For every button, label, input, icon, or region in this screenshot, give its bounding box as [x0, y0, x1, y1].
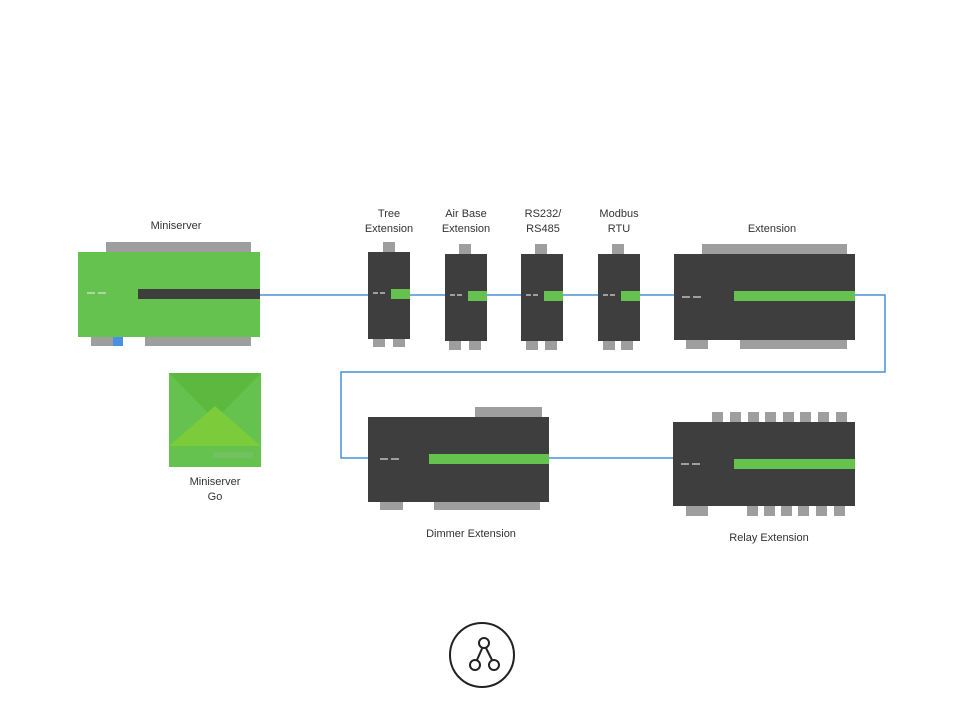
tree-extension-label: Tree Extension [364, 208, 414, 235]
port-blue [113, 337, 123, 346]
relay-extension-device [673, 412, 855, 516]
extension-device [674, 244, 855, 349]
dimmer-extension-device [368, 407, 549, 510]
rs232-rs485-device [521, 244, 563, 350]
miniserver-label: Miniserver [150, 220, 202, 232]
air-base-extension-device [445, 244, 487, 350]
dimmer-extension-label: Dimmer Extension [426, 528, 516, 540]
relay-extension-label: Relay Extension [729, 532, 809, 544]
network-topology-button[interactable] [449, 622, 515, 688]
miniserver-go-label: Miniserver Go [189, 476, 241, 503]
modbus-rtu-label: Modbus RTU [599, 208, 639, 235]
air-base-extension-label: Air Base Extension [441, 208, 491, 235]
modbus-rtu-device [598, 244, 640, 350]
network-topology-icon [469, 637, 500, 671]
miniserver-device [78, 242, 260, 346]
tree-extension-device [368, 242, 410, 347]
rs232-rs485-label: RS232/ RS485 [524, 208, 562, 235]
wire-extension-dimmer [340, 294, 886, 459]
bus-wires [260, 294, 886, 459]
extension-label: Extension [747, 223, 797, 235]
miniserver-go-device [169, 373, 261, 467]
